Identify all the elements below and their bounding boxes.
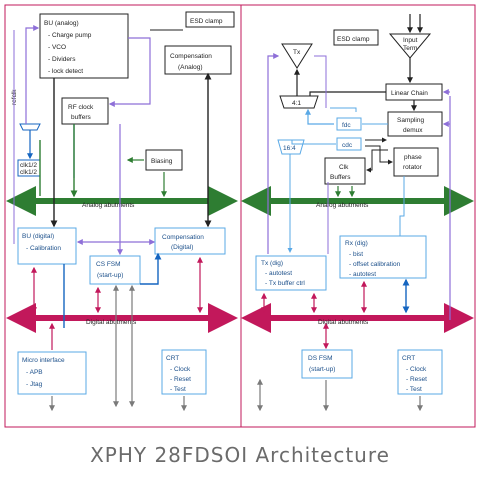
svg-text:clk1/2: clk1/2 — [20, 169, 37, 176]
svg-text:Clk: Clk — [339, 164, 349, 171]
svg-text:clk1/2: clk1/2 — [20, 162, 37, 169]
svg-text:Buffers: Buffers — [330, 174, 351, 181]
serializer-16to4: 16:4 — [277, 139, 305, 155]
svg-text:BU (digital): BU (digital) — [22, 233, 54, 240]
svg-text:RF clock: RF clock — [68, 104, 94, 111]
right-wires — [257, 14, 451, 412]
sampling-demux-box: Sampling demux — [387, 111, 443, 137]
linear-chain-box: Linear Chain — [385, 83, 443, 101]
svg-text:Compensation: Compensation — [170, 53, 212, 60]
tx-dig-box: Tx (dig) - autotest - Tx buffer ctrl — [255, 255, 327, 291]
clk-buffers-box: Clk Buffers — [324, 157, 366, 185]
micro-interface-box: Micro interface - APB - Jtag — [17, 351, 87, 395]
diagram-title: XPHY 28FDSOI Architecture — [90, 443, 390, 467]
svg-text:Digital abutments: Digital abutments — [86, 319, 137, 326]
rx-dig-box: Rx (dig) - bist - offset calibration - a… — [339, 235, 427, 279]
svg-text:Biasing: Biasing — [151, 158, 173, 165]
svg-text:- Jtag: - Jtag — [26, 381, 43, 388]
input-term-triangle: Input Term — [388, 33, 432, 59]
svg-text:- lock detect: - lock detect — [48, 68, 83, 75]
cdc-box: cdc — [336, 137, 362, 151]
ds-fsm-box: DS FSM (start-up) — [301, 349, 353, 379]
svg-text:Input: Input — [403, 37, 418, 44]
crt-box-right: CRT - Clock - Reset - Test — [397, 349, 443, 395]
svg-text:Sampling: Sampling — [397, 117, 424, 124]
svg-text:- Clock: - Clock — [170, 366, 191, 373]
svg-text:- Calibration: - Calibration — [26, 245, 61, 252]
phase-rotator-box: phase rotator — [393, 147, 439, 177]
digital-bus-left: Digital abutments — [5, 303, 238, 333]
svg-text:- Dividers: - Dividers — [48, 56, 76, 63]
esd-clamp-left: ESD clamp — [185, 11, 235, 28]
bu-digital-box: BU (digital) - Calibration — [17, 227, 77, 265]
svg-text:CRT: CRT — [402, 355, 415, 362]
analog-bus-right: Analog abutments — [241, 186, 474, 216]
svg-text:- Test: - Test — [406, 386, 422, 393]
svg-text:Analog abutments: Analog abutments — [82, 202, 135, 209]
svg-text:fdc: fdc — [342, 122, 351, 129]
digital-bus-right: Digital abutments — [241, 303, 474, 333]
svg-text:cdc: cdc — [342, 142, 353, 149]
refclk-input-shape — [19, 123, 41, 131]
esd-clamp-right: ESD clamp — [333, 29, 379, 46]
svg-text:Compensation: Compensation — [162, 234, 204, 241]
svg-text:- Charge pump: - Charge pump — [48, 32, 92, 39]
svg-text:Tx (dig): Tx (dig) — [261, 260, 283, 267]
svg-text:- bist: - bist — [349, 251, 363, 258]
svg-text:Tx: Tx — [293, 49, 301, 56]
clk-divider-shape: clk1/2 clk1/2 — [17, 159, 41, 177]
svg-text:(Digital): (Digital) — [171, 244, 193, 251]
svg-text:- Tx buffer ctrl: - Tx buffer ctrl — [265, 280, 305, 287]
comp-digital-box: Compensation (Digital) — [154, 227, 226, 255]
svg-text:Micro interface: Micro interface — [22, 357, 65, 364]
svg-text:demux: demux — [403, 127, 423, 134]
svg-text:4:1: 4:1 — [292, 100, 301, 107]
svg-text:Linear Chain: Linear Chain — [391, 90, 428, 97]
tx-driver-triangle: Tx — [281, 43, 313, 69]
svg-text:ESD clamp: ESD clamp — [190, 18, 223, 25]
mux-4to1: 4:1 — [279, 95, 319, 109]
svg-text:Digital abutments: Digital abutments — [318, 319, 369, 326]
svg-text:- autotest: - autotest — [349, 271, 376, 278]
svg-text:16:4: 16:4 — [283, 145, 296, 152]
svg-text:Analog abutments: Analog abutments — [316, 202, 369, 209]
svg-text:CRT: CRT — [166, 355, 179, 362]
svg-text:- VCO: - VCO — [48, 44, 66, 51]
frame-right — [240, 4, 476, 428]
analog-bus-left: Analog abutments — [5, 186, 238, 216]
svg-text:(start-up): (start-up) — [309, 366, 335, 373]
cs-fsm-box: CS FSM (start-up) — [89, 255, 141, 285]
svg-text:- Reset: - Reset — [406, 376, 427, 383]
svg-text:- Clock: - Clock — [406, 366, 427, 373]
svg-text:phase: phase — [404, 154, 422, 161]
svg-text:- autotest: - autotest — [265, 270, 292, 277]
svg-text:- APB: - APB — [26, 369, 43, 376]
svg-text:ESD clamp: ESD clamp — [337, 36, 370, 43]
bu-analog-title: BU (analog) — [44, 20, 79, 27]
svg-text:buffers: buffers — [71, 114, 92, 121]
rf-clock-buffers-box: RF clock buffers — [61, 97, 109, 125]
svg-text:CS FSM: CS FSM — [96, 261, 121, 268]
svg-text:(Analog): (Analog) — [178, 64, 203, 71]
left-wires — [13, 25, 212, 412]
fdc-box: fdc — [336, 117, 362, 131]
svg-text:- offset calibration: - offset calibration — [349, 261, 401, 268]
svg-text:Rx (dig): Rx (dig) — [345, 240, 368, 247]
svg-text:(start-up): (start-up) — [97, 272, 123, 279]
bu-analog-box: BU (analog) - Charge pump - VCO - Divide… — [39, 13, 129, 79]
svg-text:- Reset: - Reset — [170, 376, 191, 383]
crt-box-left: CRT - Clock - Reset - Test — [161, 349, 207, 395]
biasing-box: Biasing — [145, 149, 183, 171]
comp-analog-box: Compensation (Analog) — [164, 45, 232, 75]
svg-text:rotator: rotator — [403, 164, 423, 171]
svg-text:Term: Term — [403, 45, 417, 52]
svg-text:- Test: - Test — [170, 386, 186, 393]
svg-text:DS FSM: DS FSM — [308, 355, 333, 362]
